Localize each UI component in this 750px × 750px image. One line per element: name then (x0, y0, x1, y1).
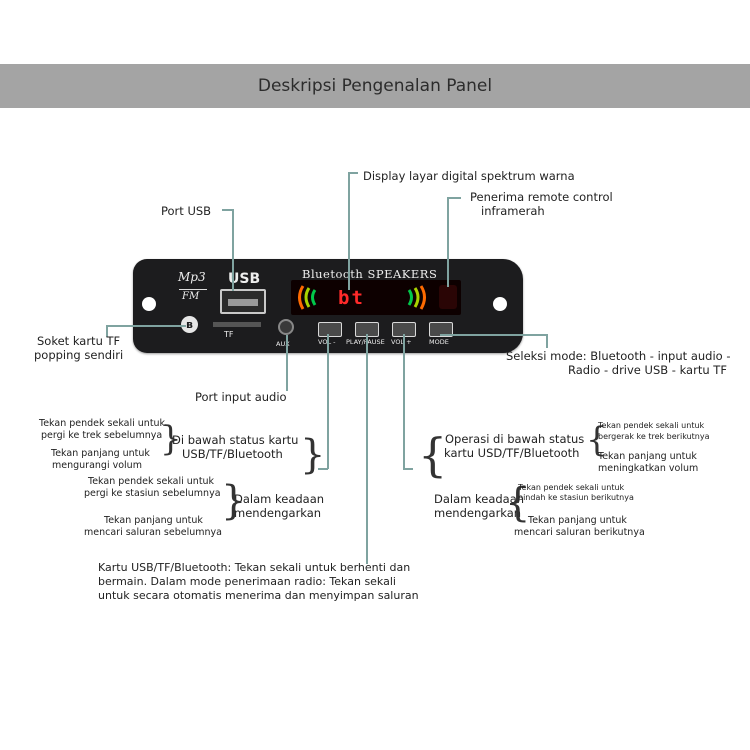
usb-port[interactable] (220, 289, 266, 314)
play-note-line1: Kartu USB/TF/Bluetooth: Tekan sekali unt… (98, 561, 411, 574)
vol-minus-button[interactable] (318, 322, 342, 337)
left-long-search-line1: Tekan panjang untuk (104, 515, 203, 526)
leader-line-tf (106, 325, 186, 327)
right-brace-status: { (418, 428, 448, 482)
right-short-station-line1: Tekan pendek sekali untuk (518, 483, 625, 492)
tf-card-slot[interactable] (213, 322, 261, 327)
logo-divider (179, 289, 207, 290)
vol-minus-label: VOL - (318, 338, 336, 346)
callout-mode-line2: Radio - drive USB - kartu TF (568, 363, 727, 377)
left-short-station-line2: pergi ke stasiun sebelumnya (84, 488, 221, 499)
callout-ir-line2: inframerah (481, 204, 545, 218)
leader-line-usb (232, 209, 234, 291)
play-note-line2: bermain. Dalam mode penerimaan radio: Te… (98, 575, 396, 588)
right-long-search-line1: Tekan panjang untuk (528, 515, 627, 526)
leader-line-vol-plus-tick (403, 468, 413, 470)
header-banner: Deskripsi Pengenalan Panel (0, 64, 750, 108)
right-status-line1: Operasi di bawah status (445, 432, 585, 446)
leader-line-vol-minus (327, 334, 329, 469)
logo-fm: FM (182, 291, 200, 302)
left-brace-status: } (300, 432, 326, 478)
right-listen-line2: mendengarkan (434, 506, 522, 520)
right-long-vol-line1: Tekan panjang untuk (598, 451, 697, 462)
callout-tf-line2: popping sendiri (34, 348, 124, 362)
leader-line-vol-plus (403, 334, 405, 469)
aux-label: AUX (276, 340, 290, 348)
left-listen-line2: mendengarkan (234, 506, 322, 520)
callout-ir-line1: Penerima remote control (470, 190, 613, 204)
left-long-vol-line1: Tekan panjang untuk (51, 448, 150, 459)
leader-line-ir-tick (447, 197, 461, 199)
right-brace-top: { (586, 420, 608, 460)
leader-line-play (366, 334, 368, 564)
bluetooth-icon: ʙ (181, 316, 198, 333)
right-long-vol-line2: meningkatkan volum (598, 463, 699, 474)
brand-label: Bluetooth SPEAKERS (302, 267, 438, 281)
left-listen-line1: Dalam keadaan (234, 492, 325, 506)
left-short-prev-line1: Tekan pendek sekali untuk (39, 418, 166, 429)
callout-tf-line1: Soket kartu TF (37, 334, 121, 348)
spectrum-bars-icon (298, 285, 426, 310)
left-long-search-line2: mencari saluran sebelumnya (84, 527, 222, 538)
usb-port-contacts (228, 299, 258, 306)
ir-receiver (439, 285, 457, 309)
mounting-hole-left (142, 297, 156, 311)
leader-line-display-tick (348, 172, 358, 174)
callout-display: Display layar digital spektrum warna (363, 169, 575, 183)
leader-line-usb-tick (222, 209, 234, 211)
right-long-search-line2: mencari saluran berikutnya (514, 527, 645, 538)
mode-button[interactable] (429, 322, 453, 337)
right-brace-bottom: { (505, 480, 531, 526)
right-short-next-line2: bergerak ke trek berikutnya (598, 432, 710, 441)
leader-line-display (348, 172, 350, 290)
left-status-line1: Di bawah status kartu (172, 433, 299, 447)
spectrum-display (291, 280, 461, 315)
left-short-prev-line2: pergi ke trek sebelumnya (41, 430, 163, 441)
right-short-station-line2: pindah ke stasiun berikutnya (518, 493, 634, 502)
aux-jack[interactable] (278, 319, 294, 335)
logo-mp3: Mp3 (178, 270, 206, 284)
right-status-line2: kartu USD/TF/Bluetooth (444, 446, 580, 460)
leader-line-vol-minus-tick (318, 468, 328, 470)
play-note-line3: untuk secara otomatis menerima dan menyi… (98, 589, 419, 602)
left-status-line2: USB/TF/Bluetooth (182, 447, 283, 461)
play-pause-label: PLAY/PAUSE (346, 338, 385, 346)
mounting-hole-right (493, 297, 507, 311)
leader-line-tf-drop (106, 325, 108, 337)
left-long-vol-line2: mengurangi volum (52, 460, 142, 471)
page-title: Deskripsi Pengenalan Panel (257, 76, 493, 96)
leader-line-mode-drop (546, 334, 548, 348)
vol-plus-label: VOL + (391, 338, 412, 346)
leader-line-ir (447, 197, 449, 287)
right-short-next-line1: Tekan pendek sekali untuk (598, 421, 705, 430)
mode-label: MODE (429, 338, 449, 346)
right-listen-line1: Dalam keadaan (434, 492, 525, 506)
callout-mode-line1: Seleksi mode: Bluetooth - input audio - (506, 349, 731, 363)
display-readout: bt (338, 287, 365, 309)
usb-label: USB (228, 271, 261, 287)
callout-aux: Port input audio (195, 390, 287, 404)
leader-line-aux (286, 335, 288, 391)
leader-line-mode (440, 334, 548, 336)
tf-label: TF (224, 330, 234, 339)
left-brace-top: } (160, 419, 182, 459)
callout-usb-port: Port USB (161, 204, 212, 218)
left-brace-bottom: } (221, 478, 247, 524)
left-short-station-line1: Tekan pendek sekali untuk (88, 476, 215, 487)
